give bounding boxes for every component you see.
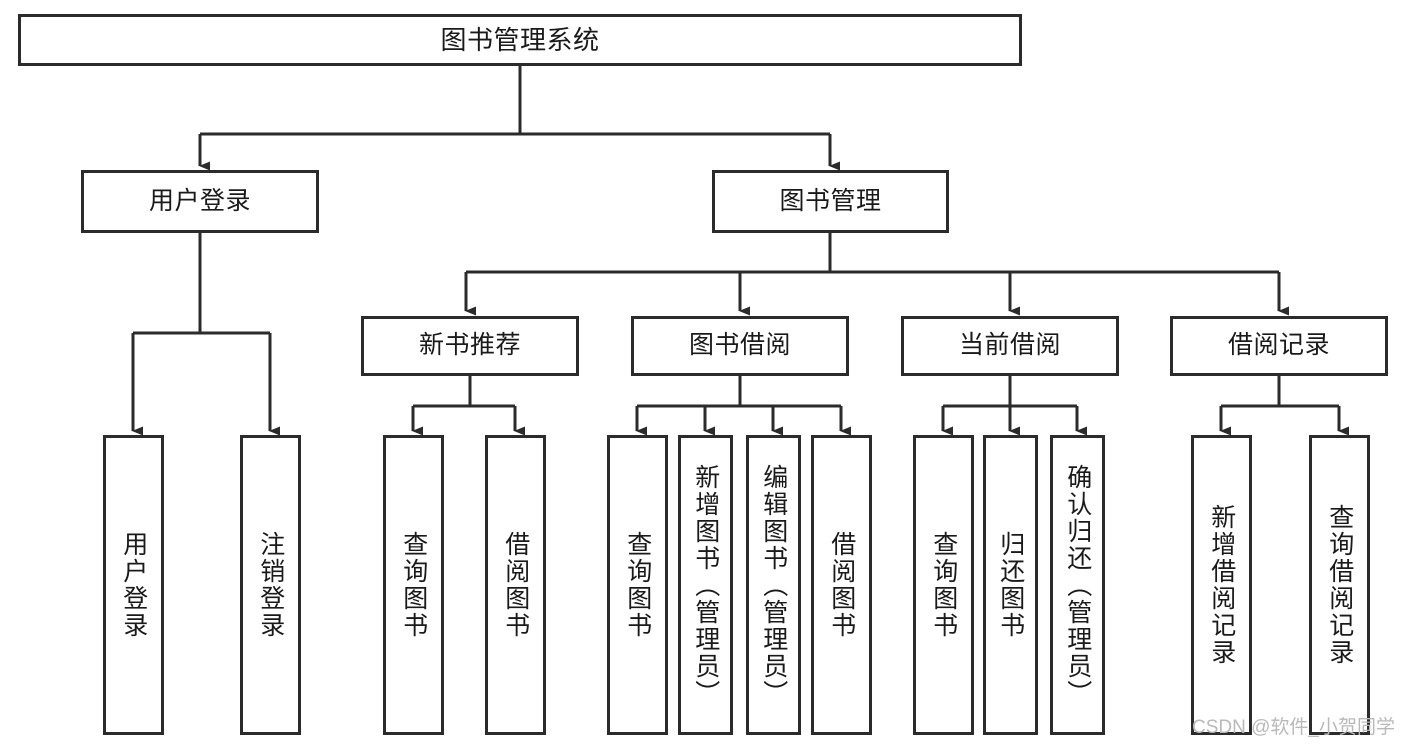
node-label: 注销登录 [256, 531, 285, 639]
node-new-book-recommend[interactable]: 新书推荐 [361, 316, 579, 376]
node-user-login[interactable]: 用户登录 [81, 170, 319, 233]
leaf-query-book-current[interactable]: 查询图书 [913, 435, 974, 735]
node-label: 查询图书 [399, 531, 428, 639]
node-book-management[interactable]: 图书管理 [712, 170, 949, 233]
leaf-user-login[interactable]: 用户登录 [103, 435, 164, 735]
leaf-add-book-admin[interactable]: 新增图书（管理员） [678, 435, 733, 735]
leaf-add-borrow-record[interactable]: 新增借阅记录 [1191, 435, 1252, 735]
node-label: 新增借阅记录 [1207, 504, 1236, 666]
node-root-system[interactable]: 图书管理系统 [18, 14, 1022, 66]
node-borrow-records[interactable]: 借阅记录 [1170, 316, 1388, 376]
leaf-return-book[interactable]: 归还图书 [983, 435, 1038, 735]
leaf-query-book-recommend[interactable]: 查询图书 [383, 435, 444, 735]
leaf-confirm-return-admin[interactable]: 确认归还（管理员） [1050, 435, 1105, 735]
node-label: 借阅图书 [501, 531, 530, 639]
node-label: 用户登录 [148, 186, 251, 215]
node-label: 编辑图书（管理员） [759, 463, 788, 707]
node-book-borrow[interactable]: 图书借阅 [631, 316, 849, 376]
node-label: 借阅记录 [1227, 331, 1330, 360]
node-label: 新增图书（管理员） [691, 463, 720, 707]
node-label: 查询借阅记录 [1325, 504, 1354, 666]
node-label: 用户登录 [119, 531, 148, 639]
node-label: 查询图书 [623, 531, 652, 639]
node-label: 图书借阅 [688, 331, 791, 360]
leaf-query-borrow-record[interactable]: 查询借阅记录 [1309, 435, 1370, 735]
node-current-borrow[interactable]: 当前借阅 [901, 316, 1119, 376]
leaf-borrow-book-recommend[interactable]: 借阅图书 [485, 435, 546, 735]
node-label: 新书推荐 [418, 331, 521, 360]
node-label: 归还图书 [996, 531, 1025, 639]
node-label: 图书管理系统 [440, 24, 600, 55]
leaf-logout[interactable]: 注销登录 [240, 435, 301, 735]
node-label: 借阅图书 [827, 531, 856, 639]
node-label: 当前借阅 [958, 331, 1061, 360]
leaf-borrow-book[interactable]: 借阅图书 [811, 435, 872, 735]
leaf-edit-book-admin[interactable]: 编辑图书（管理员） [746, 435, 801, 735]
node-label: 确认归还（管理员） [1063, 463, 1092, 707]
node-label: 查询图书 [929, 531, 958, 639]
watermark-text: CSDN @软件_小贺同学 [1192, 717, 1395, 738]
node-label: 图书管理 [779, 186, 882, 215]
leaf-query-book-borrow[interactable]: 查询图书 [607, 435, 668, 735]
